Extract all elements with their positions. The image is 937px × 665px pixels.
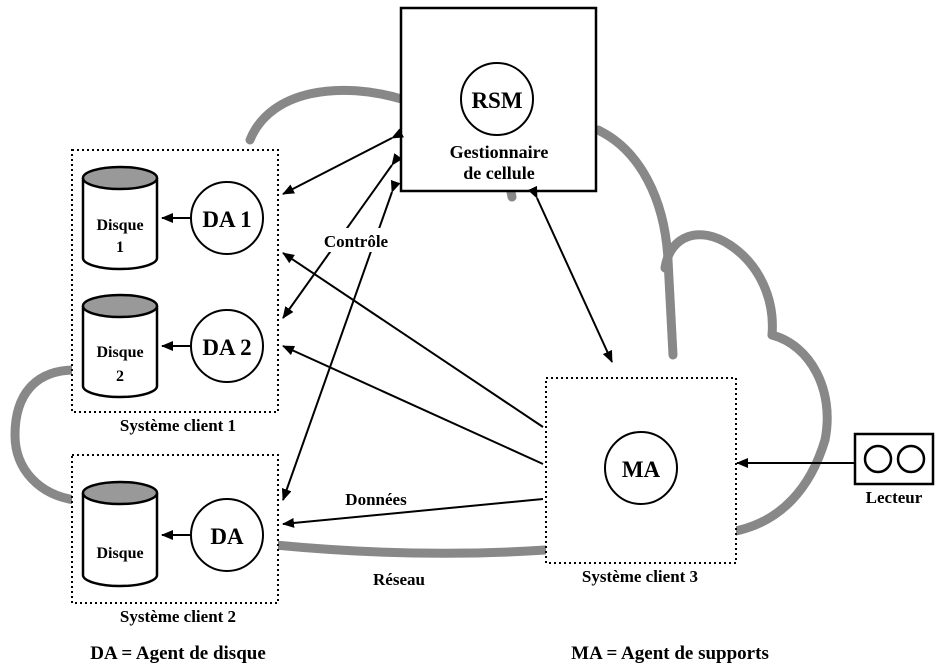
- client-system-2-title: Système client 2: [120, 607, 236, 626]
- disk-2-label-line1: Disque: [96, 344, 143, 361]
- disk-2: [81, 293, 159, 399]
- da-label: DA: [210, 524, 244, 549]
- disk-3-label: Disque: [96, 545, 143, 562]
- ma-node: [604, 431, 678, 505]
- disk-1-label-line1: Disque: [96, 217, 143, 234]
- disk-3: [81, 480, 159, 588]
- rsm-label: RSM: [471, 88, 522, 113]
- control-label-bg: [310, 228, 402, 252]
- legend-da: DA = Agent de disque: [90, 643, 266, 664]
- data-arrows: [282, 252, 544, 528]
- ma-label: MA: [622, 457, 661, 482]
- network-label: Réseau: [373, 570, 425, 589]
- cell-manager-title-line2: de cellule: [463, 163, 534, 183]
- client-system-3-title: Système client 3: [582, 567, 698, 586]
- reader-reel-left-icon: [863, 444, 893, 474]
- reader-label: Lecteur: [866, 488, 923, 507]
- disk-1: [81, 165, 159, 271]
- reader-reel-right-icon: [896, 444, 926, 474]
- control-label: Contrôle: [324, 232, 389, 251]
- disk-1-label-line2: 1: [116, 239, 124, 256]
- da1-label: DA 1: [202, 207, 251, 232]
- rsm-node: [460, 62, 534, 136]
- disk-2-label-line2: 2: [116, 368, 124, 385]
- cell-manager-title-line1: Gestionnaire: [450, 142, 549, 162]
- legend-ma: MA = Agent de supports: [571, 643, 769, 664]
- da2-label: DA 2: [202, 335, 251, 360]
- data-label: Données: [345, 490, 407, 509]
- client-system-1-title: Système client 1: [120, 416, 236, 435]
